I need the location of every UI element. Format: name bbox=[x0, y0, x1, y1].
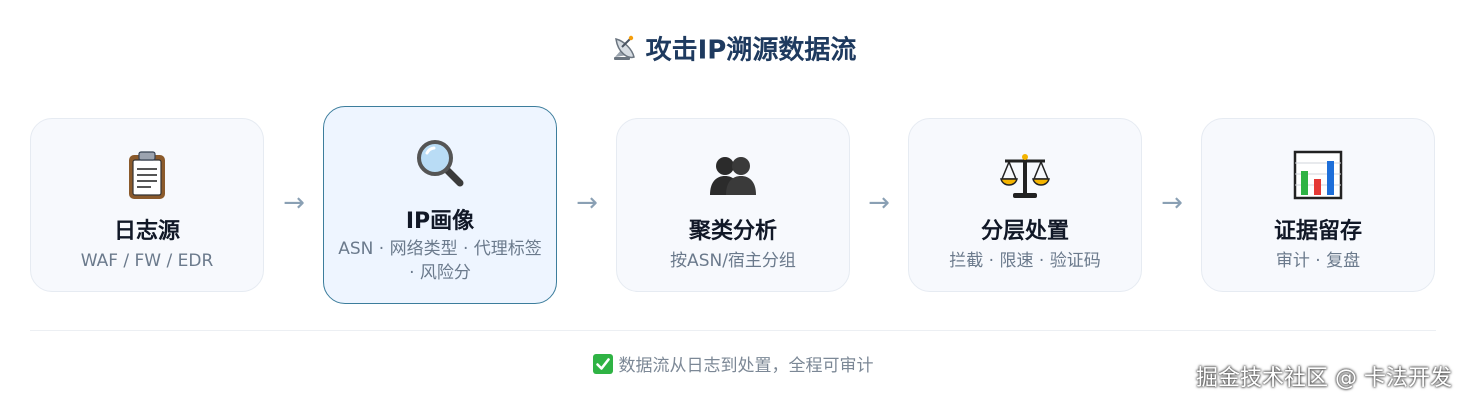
node-clustering: 聚类分析 按ASN/宿主分组 bbox=[616, 118, 850, 292]
footer-note: 数据流从日志到处置，全程可审计 bbox=[0, 352, 1466, 380]
node-ip-profile: IP画像 ASN · 网络类型 · 代理标签 · 风险分 bbox=[323, 106, 557, 304]
node-log-source: 日志源 WAF / FW / EDR bbox=[30, 118, 264, 292]
node-label: IP画像 bbox=[405, 209, 475, 234]
check-mark-icon bbox=[592, 354, 613, 374]
node-subtitle: 拦截 · 限速 · 验证码 bbox=[949, 251, 1101, 271]
divider bbox=[30, 330, 1436, 331]
node-subtitle: 审计 · 复盘 bbox=[1275, 251, 1361, 271]
magnifier-icon bbox=[414, 137, 466, 189]
bar-chart-icon bbox=[1292, 149, 1344, 201]
node-label: 日志源 bbox=[113, 219, 180, 244]
people-icon bbox=[707, 149, 759, 201]
node-subtitle: ASN · 网络类型 · 代理标签 · 风险分 bbox=[338, 239, 542, 283]
data-flow: 日志源 WAF / FW / EDR → IP画像 ASN · 网络类型 · 代… bbox=[30, 106, 1435, 304]
clipboard-icon bbox=[121, 149, 173, 201]
flow-arrow: → bbox=[283, 188, 305, 218]
node-evidence-retention: 证据留存 审计 · 复盘 bbox=[1201, 118, 1435, 292]
node-subtitle: WAF / FW / EDR bbox=[80, 251, 214, 271]
node-label: 分层处置 bbox=[980, 219, 1069, 244]
node-tiered-response: 分层处置 拦截 · 限速 · 验证码 bbox=[908, 118, 1142, 292]
title-text: 攻击IP溯源数据流 bbox=[645, 35, 857, 66]
node-subtitle: 按ASN/宿主分组 bbox=[670, 251, 796, 271]
flow-arrow: → bbox=[868, 188, 890, 218]
scales-icon bbox=[999, 149, 1051, 201]
flow-arrow: → bbox=[1161, 188, 1183, 218]
diagram-title: 攻击IP溯源数据流 bbox=[0, 30, 1466, 71]
footer-text: 数据流从日志到处置，全程可审计 bbox=[618, 356, 874, 376]
node-label: 聚类分析 bbox=[688, 219, 777, 244]
watermark: 掘金技术社区 @ 卡法开发 bbox=[1196, 366, 1452, 391]
satellite-dish-icon bbox=[610, 33, 640, 63]
node-label: 证据留存 bbox=[1273, 219, 1362, 244]
flow-arrow: → bbox=[576, 188, 598, 218]
